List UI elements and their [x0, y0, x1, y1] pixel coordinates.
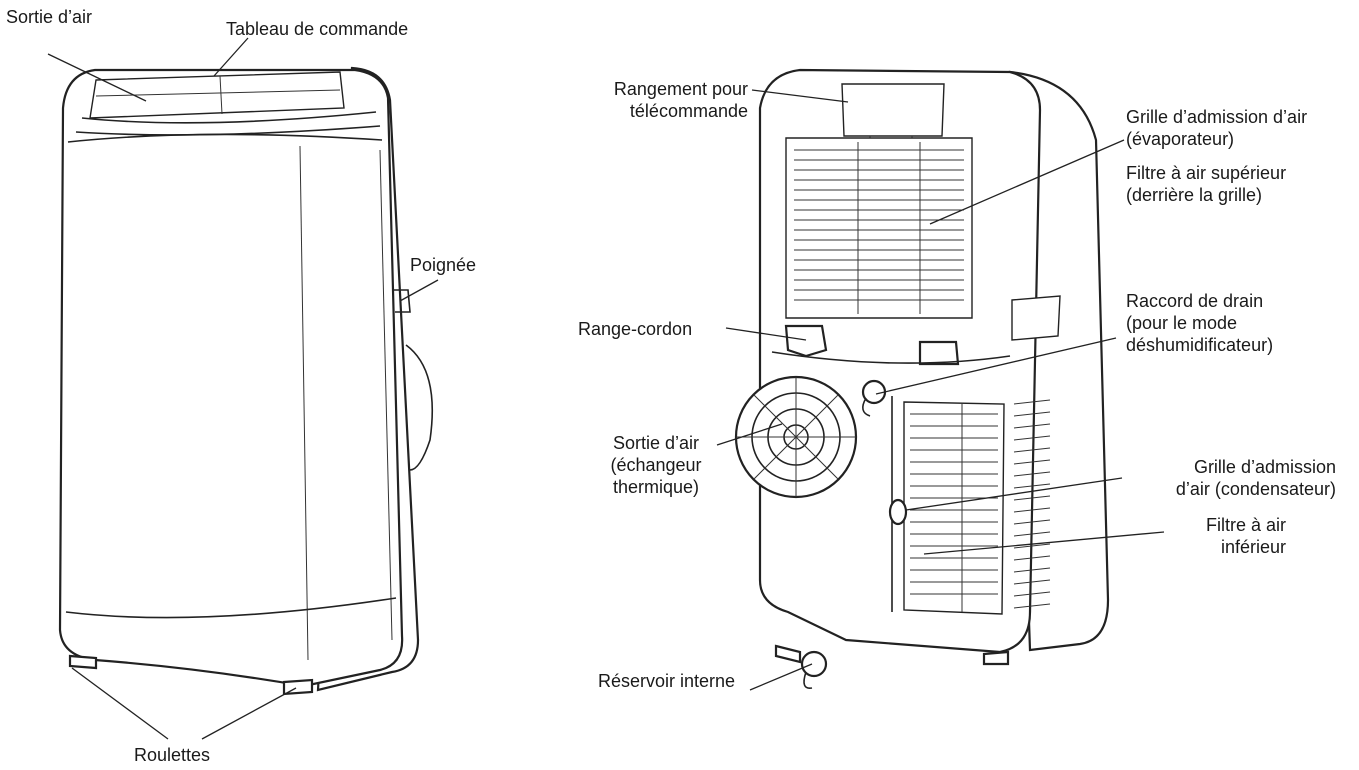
label-roulettes: Roulettes — [134, 745, 211, 765]
label-sortie-air-front: Sortie d’air — [6, 7, 93, 27]
label-grille-evap-line1: Grille d’admission d’air — [1126, 107, 1308, 127]
label-sortie-air-back: Sortie d’air (échangeur thermique) — [600, 432, 712, 498]
label-filtre-sup-line1: Filtre à air supérieur — [1126, 163, 1287, 183]
label-grille-evaporateur: Grille d’admission d’air (évaporateur) — [1126, 106, 1307, 150]
front-leader-lines — [47, 37, 439, 740]
label-sortie-air-back-line2: (échangeur — [610, 455, 702, 475]
back-unit-illustration — [734, 68, 1110, 689]
label-raccord-line3: déshumidificateur) — [1126, 335, 1274, 355]
lower-grille-slats — [903, 401, 1005, 615]
upper-grille-slats — [794, 142, 964, 314]
label-raccord-drain: Raccord de drain (pour le mode déshumidi… — [1126, 290, 1273, 356]
label-filtre-sup-line2: (derrière la grille) — [1126, 185, 1263, 205]
front-unit-illustration — [58, 66, 433, 696]
label-rangement-line1: Rangement pour — [613, 79, 748, 99]
label-rangement-telecommande: Rangement pour télécommande — [570, 78, 748, 122]
label-tableau-commande: Tableau de commande — [226, 19, 409, 39]
label-filtre-inferieur: Filtre à air inférieur — [1166, 514, 1286, 558]
exhaust-fan — [734, 375, 858, 499]
label-poignee: Poignée — [410, 255, 477, 275]
label-filtre-inf-line2: inférieur — [1220, 537, 1286, 557]
label-reservoir: Réservoir interne — [598, 671, 736, 691]
label-sortie-air-back-line1: Sortie d’air — [612, 433, 700, 453]
label-rangement-line2: télécommande — [629, 101, 748, 121]
label-grille-cond-line1: Grille d’admission — [1193, 457, 1336, 477]
label-grille-evap-line2: (évaporateur) — [1126, 129, 1235, 149]
label-filtre-inf-line1: Filtre à air — [1205, 515, 1286, 535]
label-sortie-air-back-line3: thermique) — [612, 477, 700, 497]
side-grille-condenser — [1013, 399, 1051, 609]
back-leader-lines — [716, 89, 1165, 691]
label-grille-cond-line2: d’air (condensateur) — [1175, 479, 1336, 499]
label-range-cordon: Range-cordon — [578, 319, 693, 339]
label-grille-condensateur: Grille d’admission d’air (condensateur) — [1126, 456, 1336, 500]
label-raccord-line2: (pour le mode — [1126, 313, 1238, 333]
label-raccord-line1: Raccord de drain — [1126, 291, 1264, 311]
label-filtre-superieur: Filtre à air supérieur (derrière la gril… — [1126, 162, 1286, 206]
